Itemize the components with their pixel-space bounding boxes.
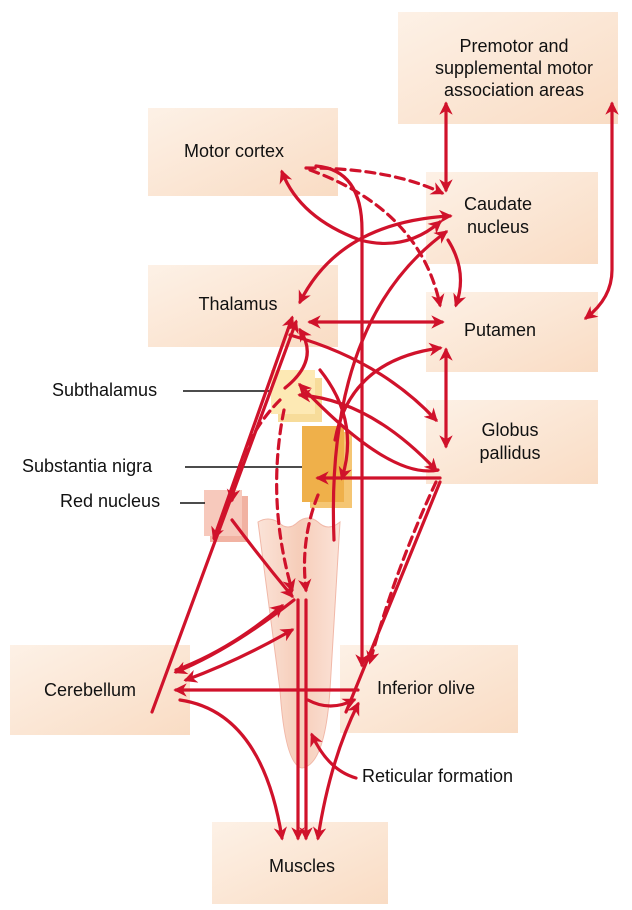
arrow-cerebellum-brainstem-2 xyxy=(183,628,295,683)
arrow-cerebellum-brainstem xyxy=(174,604,285,672)
arrow-reticular-brainstem xyxy=(310,732,358,780)
arrow-subthalamus-brainstem-dashed xyxy=(275,408,296,593)
globus-pallidus-box xyxy=(426,400,598,484)
premotor-label-2: supplemental motor xyxy=(435,58,593,78)
cerebellum-label: Cerebellum xyxy=(44,680,136,700)
arrow-globus-olive xyxy=(344,480,442,714)
arrow-thalamus-subthalamus xyxy=(318,368,352,481)
red-nucleus-label: Red nucleus xyxy=(60,491,160,511)
arrow-thalamus-caudate xyxy=(298,209,453,305)
arrow-globus-subthalamus xyxy=(298,383,440,473)
caudate-box xyxy=(426,172,598,264)
muscles-label: Muscles xyxy=(269,856,335,876)
thalamus-label: Thalamus xyxy=(198,294,277,314)
motor-cortex-label: Motor cortex xyxy=(184,141,284,161)
arrow-nigra-brainstem-dashed xyxy=(298,493,320,593)
caudate-label-2: nucleus xyxy=(467,217,529,237)
arrow-subthalamus-rednucleus-dashed xyxy=(226,398,282,503)
globus-pallidus-label-1: Globus xyxy=(481,420,538,440)
pathway-arrows xyxy=(150,101,619,841)
putamen-label: Putamen xyxy=(464,320,536,340)
reticular-formation-label: Reticular formation xyxy=(362,766,513,786)
arrow-rednucleus-brainstem xyxy=(230,518,294,599)
substantia-nigra-label: Substantia nigra xyxy=(22,456,153,476)
arrow-caudate-putamen xyxy=(446,238,466,308)
arrow-cerebellum-thalamus xyxy=(150,319,299,714)
premotor-label-1: Premotor and xyxy=(459,36,568,56)
inferior-olive-label: Inferior olive xyxy=(377,678,475,698)
arrow-premotor-putamen xyxy=(583,101,619,320)
arrow-subthalamus-globus xyxy=(297,389,438,472)
arrow-nigra-caudate xyxy=(331,230,449,542)
globus-pallidus-label-2: pallidus xyxy=(479,443,540,463)
arrow-cerebellum-muscles xyxy=(178,698,287,841)
subthalamus-label: Subthalamus xyxy=(52,380,157,400)
caudate-label-1: Caudate xyxy=(464,194,532,214)
premotor-label-3: association areas xyxy=(444,80,584,100)
premotor-box xyxy=(398,12,618,124)
